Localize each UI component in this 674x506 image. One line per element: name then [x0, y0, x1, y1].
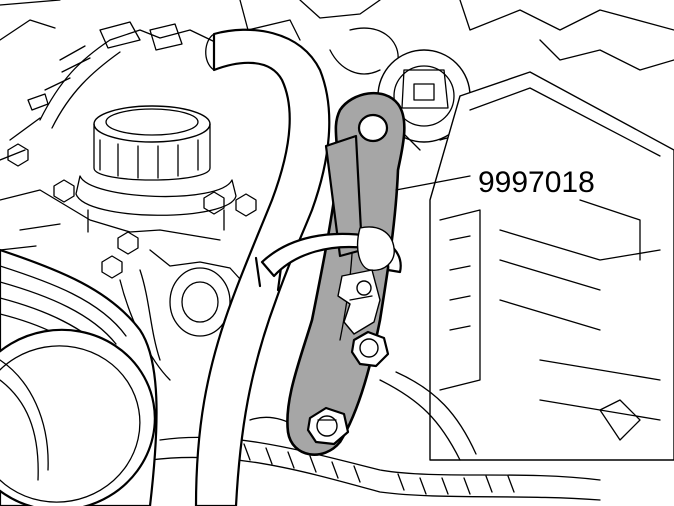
tool-part-number: 9997018: [478, 166, 595, 199]
bolt-icon: [306, 330, 390, 446]
callout-leader-line: [395, 175, 471, 191]
tool-clip: [337, 269, 381, 335]
cable-icon: [260, 226, 402, 278]
intake-hose: [0, 248, 158, 506]
